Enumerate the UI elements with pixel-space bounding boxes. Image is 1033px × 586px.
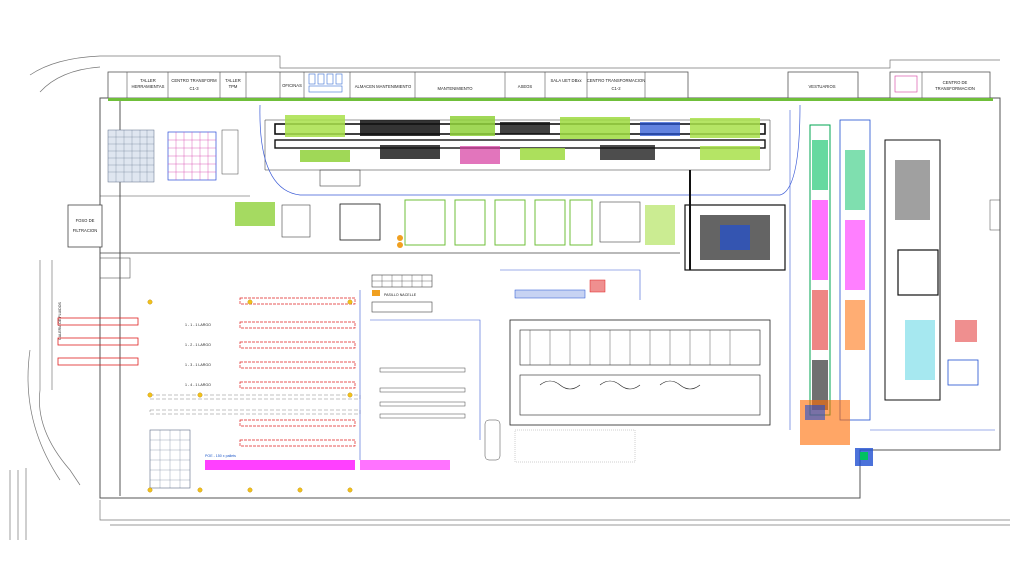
fosa-filtracion: FOSO DE FILTRACION	[67, 204, 103, 248]
svg-text:TPM: TPM	[229, 84, 238, 89]
site-boundary	[9, 55, 1010, 540]
room-sala-uet: SALA UET DBxx	[550, 78, 582, 83]
room-mantenimiento: MANTENIMIENTO	[437, 86, 473, 91]
svg-text:GALERIA DE FLUIDOS: GALERIA DE FLUIDOS	[58, 301, 62, 340]
svg-text:TRANSFORMACION: TRANSFORMACION	[935, 86, 975, 91]
right-assembly-lines	[800, 119, 1001, 466]
svg-text:FILTRACION: FILTRACION	[73, 228, 98, 233]
svg-text:HERRAMIENTAS: HERRAMIENTAS	[132, 84, 165, 89]
room-taller-herramientas: TALLER HERRAMIENTAS	[132, 78, 165, 89]
store-racks: 1 - 1 - 1 LARGO 1 - 2 - 1 LARGO 1 - 3 - …	[149, 297, 361, 447]
top-rooms: TALLER HERRAMIENTAS CENTRO TRANSFORM C1-…	[107, 71, 991, 99]
room-oficinas: OFICINAS	[282, 83, 302, 88]
room-centro-transformacion-c1-2: CENTRO TRANSFORMACION C1-2	[587, 78, 646, 91]
assembly-line-top	[259, 104, 801, 196]
svg-text:CENTRO TRANSFORMACION: CENTRO TRANSFORMACION	[587, 78, 646, 83]
store-row-label: 1 - 3 - 1 LARGO	[185, 363, 211, 367]
column-markers	[147, 299, 353, 493]
flow-lines	[359, 110, 995, 460]
mid-stations	[235, 199, 675, 248]
pasillo-nacelle: PASILLO NACELLE	[371, 274, 433, 313]
office-desks	[308, 73, 343, 93]
storage-racks-left	[57, 257, 139, 366]
store-row-label: 1 - 1 - 1 LARGO	[185, 323, 211, 327]
svg-text:TALLER: TALLER	[225, 78, 241, 83]
room-centro-transform-c1-3: CENTRO TRANSFORM C1-3	[171, 78, 217, 91]
pallet-area: POE - 150 x pallets	[149, 429, 450, 489]
svg-text:TALLER: TALLER	[140, 78, 156, 83]
storage-rack-grid	[107, 129, 239, 183]
store-row-label: 1 - 4 - 1 LARGO	[185, 383, 211, 387]
galeria-fluidos: GALERIA DE FLUIDOS	[39, 260, 62, 390]
room-taller-tpm: TALLER TPM	[225, 78, 241, 89]
center-rows	[379, 279, 606, 419]
store-row-label: 1 - 2 - 1 LARGO	[185, 343, 211, 347]
room-almacen-mantenimiento: ALMACEN MANTENIMIENTO	[355, 84, 412, 89]
machine-hall	[484, 319, 771, 463]
central-machine	[684, 170, 786, 271]
svg-text:C1-3: C1-3	[189, 86, 199, 91]
room-aseos: ASEOS	[518, 84, 533, 89]
room-vestuarios: VESTUARIOS	[809, 84, 836, 89]
svg-text:CENTRO TRANSFORM: CENTRO TRANSFORM	[171, 78, 217, 83]
top-wall-strip	[108, 98, 993, 101]
svg-text:C1-2: C1-2	[611, 86, 621, 91]
poe-label: POE - 150 x pallets	[205, 454, 236, 458]
svg-text:PASILLO NACELLE: PASILLO NACELLE	[384, 293, 417, 297]
svg-text:FOSO DE: FOSO DE	[76, 218, 95, 223]
room-centro-de-transformacion: CENTRO DE TRANSFORMACION	[935, 80, 975, 91]
svg-text:CENTRO DE: CENTRO DE	[943, 80, 968, 85]
